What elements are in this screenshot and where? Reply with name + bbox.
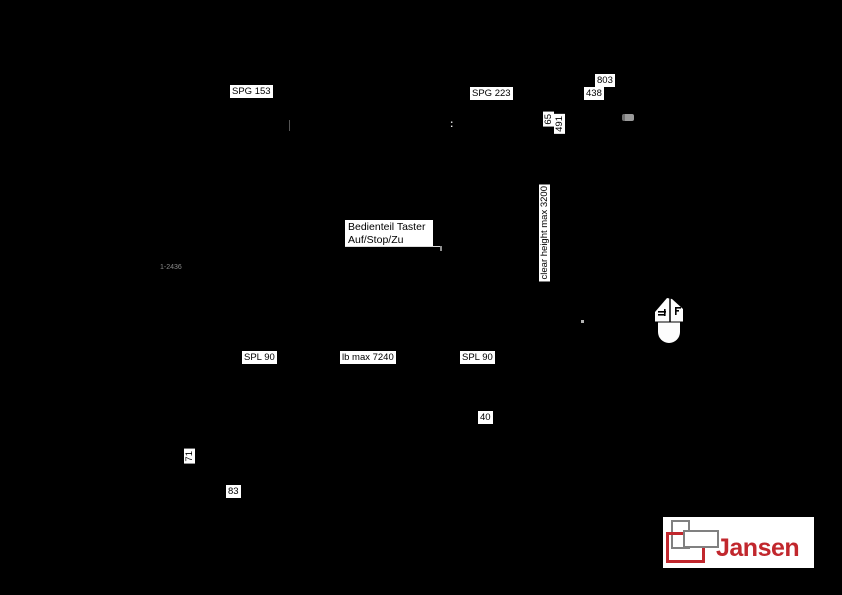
control-panel-line2: Auf/Stop/Zu [348,233,404,246]
label-dim-65: 65 [543,112,554,127]
connector-icon [622,114,634,121]
jansen-logo: Jansen [663,517,814,568]
label-dim-491: 491 [554,114,565,134]
label-dim-803: 803 [595,74,615,87]
label-spl-90-right: SPL 90 [460,351,495,364]
faint-tick-mark [289,120,290,131]
label-dim-71: 71 [184,449,195,464]
control-panel-line1: Bedienteil Taster [348,221,426,233]
logo-brand-text: Jansen [716,534,800,562]
label-clear-height: clear height max 3200 [539,184,550,282]
control-panel-underline-tick [440,246,442,251]
label-spg-223: SPG 223 [470,87,513,100]
label-dim-83: 83 [226,485,241,498]
mouse-icon [651,295,687,352]
small-dot-mark [581,320,584,323]
colon-mark: : [450,119,454,130]
label-lb-max: lb max 7240 [340,351,396,364]
label-spl-90-left: SPL 90 [242,351,277,364]
logo-rect-gray [683,530,719,548]
label-dim-40: 40 [478,411,493,424]
control-panel-underline [345,246,441,247]
control-panel-callout: Bedienteil Taster Auf/Stop/Zu [345,220,433,247]
label-spg-153: SPG 153 [230,85,273,98]
label-dim-438: 438 [584,87,604,100]
label-faint-dim: 1-2436 [160,264,182,271]
